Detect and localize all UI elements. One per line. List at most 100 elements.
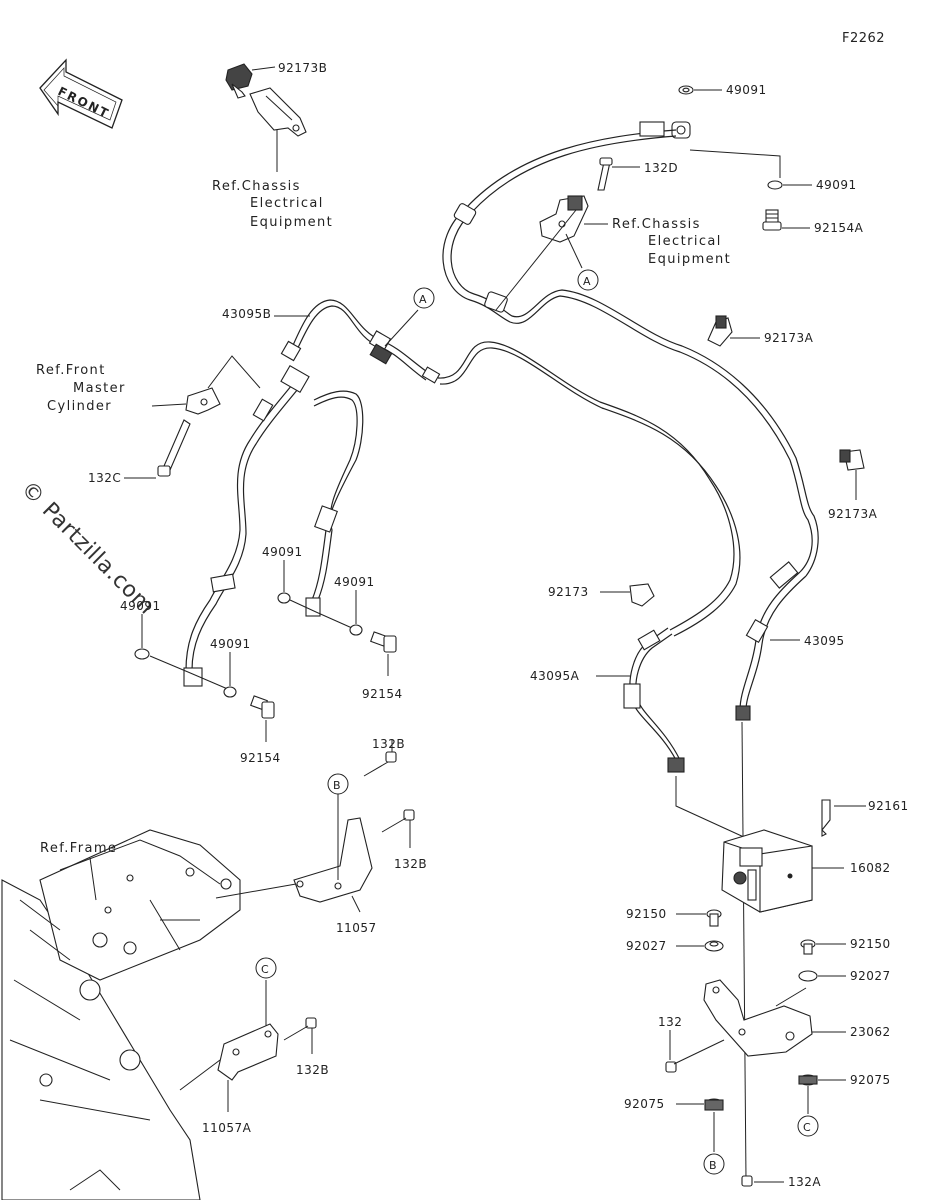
part-label-49091-l1: 49091	[120, 599, 161, 613]
part-label-49091-l2: 49091	[262, 545, 303, 559]
ref-chassis-top-line1: Ref.Chassis	[212, 179, 301, 194]
hose-43095	[735, 561, 807, 721]
part-label-92027-right: 92027	[850, 969, 891, 983]
part-label-92027-left: 92027	[626, 939, 667, 953]
bracket-clamp-mid	[539, 195, 589, 243]
part-label-92075-left: 92075	[624, 1097, 665, 1111]
grommet-92027-left	[704, 940, 724, 952]
abs-unit-16082	[721, 829, 813, 913]
ref-master-line3: Cylinder	[47, 399, 112, 414]
frame-drawing	[1, 829, 241, 1200]
part-label-92150-right: 92150	[850, 937, 891, 951]
ref-frame: Ref.Frame	[40, 841, 117, 856]
part-label-92154-right: 92154	[362, 687, 403, 701]
callout-b-bottom-label: B	[709, 1159, 717, 1172]
washer-49091-right	[767, 180, 783, 190]
washer-49091-l2	[277, 592, 291, 604]
part-label-92173A-2: 92173A	[828, 507, 878, 521]
part-label-92154-left: 92154	[240, 751, 281, 765]
grommet-92075-left	[704, 1098, 724, 1111]
part-label-92161: 92161	[868, 799, 909, 813]
bracket-23062	[703, 979, 813, 1057]
bolt-92150-right	[800, 939, 816, 955]
part-label-132C: 132C	[88, 471, 121, 485]
bolt-92154-right	[370, 631, 397, 653]
part-label-132A: 132A	[788, 1175, 821, 1189]
bracket-11057A	[217, 1023, 279, 1081]
front-arrow-icon: FRONT	[39, 58, 123, 129]
part-label-92154A: 92154A	[814, 221, 864, 235]
part-label-43095: 43095	[804, 634, 845, 648]
callout-c-left-label: C	[261, 963, 269, 976]
ref-master-line2: Master	[73, 381, 126, 396]
bolt-132B-2	[381, 809, 415, 833]
callout-c-right-label: C	[803, 1121, 811, 1134]
hose-fitting-upper-1	[453, 121, 665, 313]
grommet-92075-right	[798, 1074, 818, 1086]
bolt-92154A	[762, 209, 782, 231]
ref-master-line1: Ref.Front	[36, 363, 106, 378]
ref-chassis-top-line3: Equipment	[250, 215, 333, 230]
part-label-92150-left: 92150	[626, 907, 667, 921]
stay-92161	[821, 799, 831, 837]
callout-a-mid-label: A	[583, 275, 591, 288]
clamp-92173B	[225, 63, 307, 137]
hose-left-caliper	[183, 364, 310, 687]
part-label-132: 132	[658, 1015, 682, 1029]
hose-right-caliper	[305, 390, 364, 617]
part-label-11057: 11057	[336, 921, 377, 935]
bolt-132D	[597, 157, 613, 191]
part-label-23062: 23062	[850, 1025, 891, 1039]
callout-c-right	[797, 1115, 819, 1137]
part-label-92173: 92173	[548, 585, 589, 599]
ref-chassis-mid-line2: Electrical	[648, 234, 722, 249]
part-label-49091-right: 49091	[816, 178, 857, 192]
clamp-92173A-2	[839, 449, 865, 471]
callout-a-left-label: A	[419, 293, 427, 306]
bracket-11057	[293, 817, 373, 903]
bolt-132B-3	[283, 1017, 317, 1041]
part-label-132B-2: 132B	[394, 857, 427, 871]
part-label-132D: 132D	[644, 161, 678, 175]
bolt-132	[665, 1039, 725, 1073]
clamp-92173	[629, 583, 655, 607]
grommet-92027-right	[798, 970, 818, 982]
part-label-11057A: 11057A	[202, 1121, 252, 1135]
hose-43095A-line	[437, 341, 741, 637]
figure-code: F2262	[842, 31, 885, 46]
bolt-92150-left	[706, 909, 722, 927]
ref-chassis-top-line2: Electrical	[250, 196, 324, 211]
washer-49091-l1	[134, 648, 150, 660]
bolt-132A	[741, 1175, 753, 1187]
part-label-49091-top: 49091	[726, 83, 767, 97]
part-label-132B-3: 132B	[296, 1063, 329, 1077]
washer-49091-top	[678, 85, 694, 95]
callout-a-mid	[577, 269, 599, 291]
ref-chassis-mid-line3: Equipment	[648, 252, 731, 267]
clamp-92173A-1	[707, 315, 733, 347]
hose-43095A	[623, 627, 685, 773]
callout-c-left	[255, 957, 277, 979]
part-label-49091-l3: 49091	[210, 637, 251, 651]
bracket-master	[185, 387, 221, 415]
part-label-92173B: 92173B	[278, 61, 327, 75]
part-label-43095B: 43095B	[222, 307, 271, 321]
bolt-92154-left	[250, 695, 275, 719]
part-label-92173A-1: 92173A	[764, 331, 814, 345]
bolt-132B-1	[363, 751, 397, 777]
bolt-132C	[157, 419, 191, 477]
hose-upper-loop	[442, 129, 819, 577]
part-label-132B-1: 132B	[372, 737, 405, 751]
washer-49091-l3	[223, 686, 237, 698]
callout-b-top-label: B	[333, 779, 341, 792]
part-label-43095A: 43095A	[530, 669, 580, 683]
callout-a-left	[413, 287, 435, 309]
part-label-16082: 16082	[850, 861, 891, 875]
callout-b-bottom	[703, 1153, 725, 1175]
part-label-92075-right: 92075	[850, 1073, 891, 1087]
ref-chassis-mid-line1: Ref.Chassis	[612, 217, 701, 232]
washer-49091-l4	[349, 624, 363, 636]
part-label-49091-l4: 49091	[334, 575, 375, 589]
callout-b-top	[327, 773, 349, 795]
